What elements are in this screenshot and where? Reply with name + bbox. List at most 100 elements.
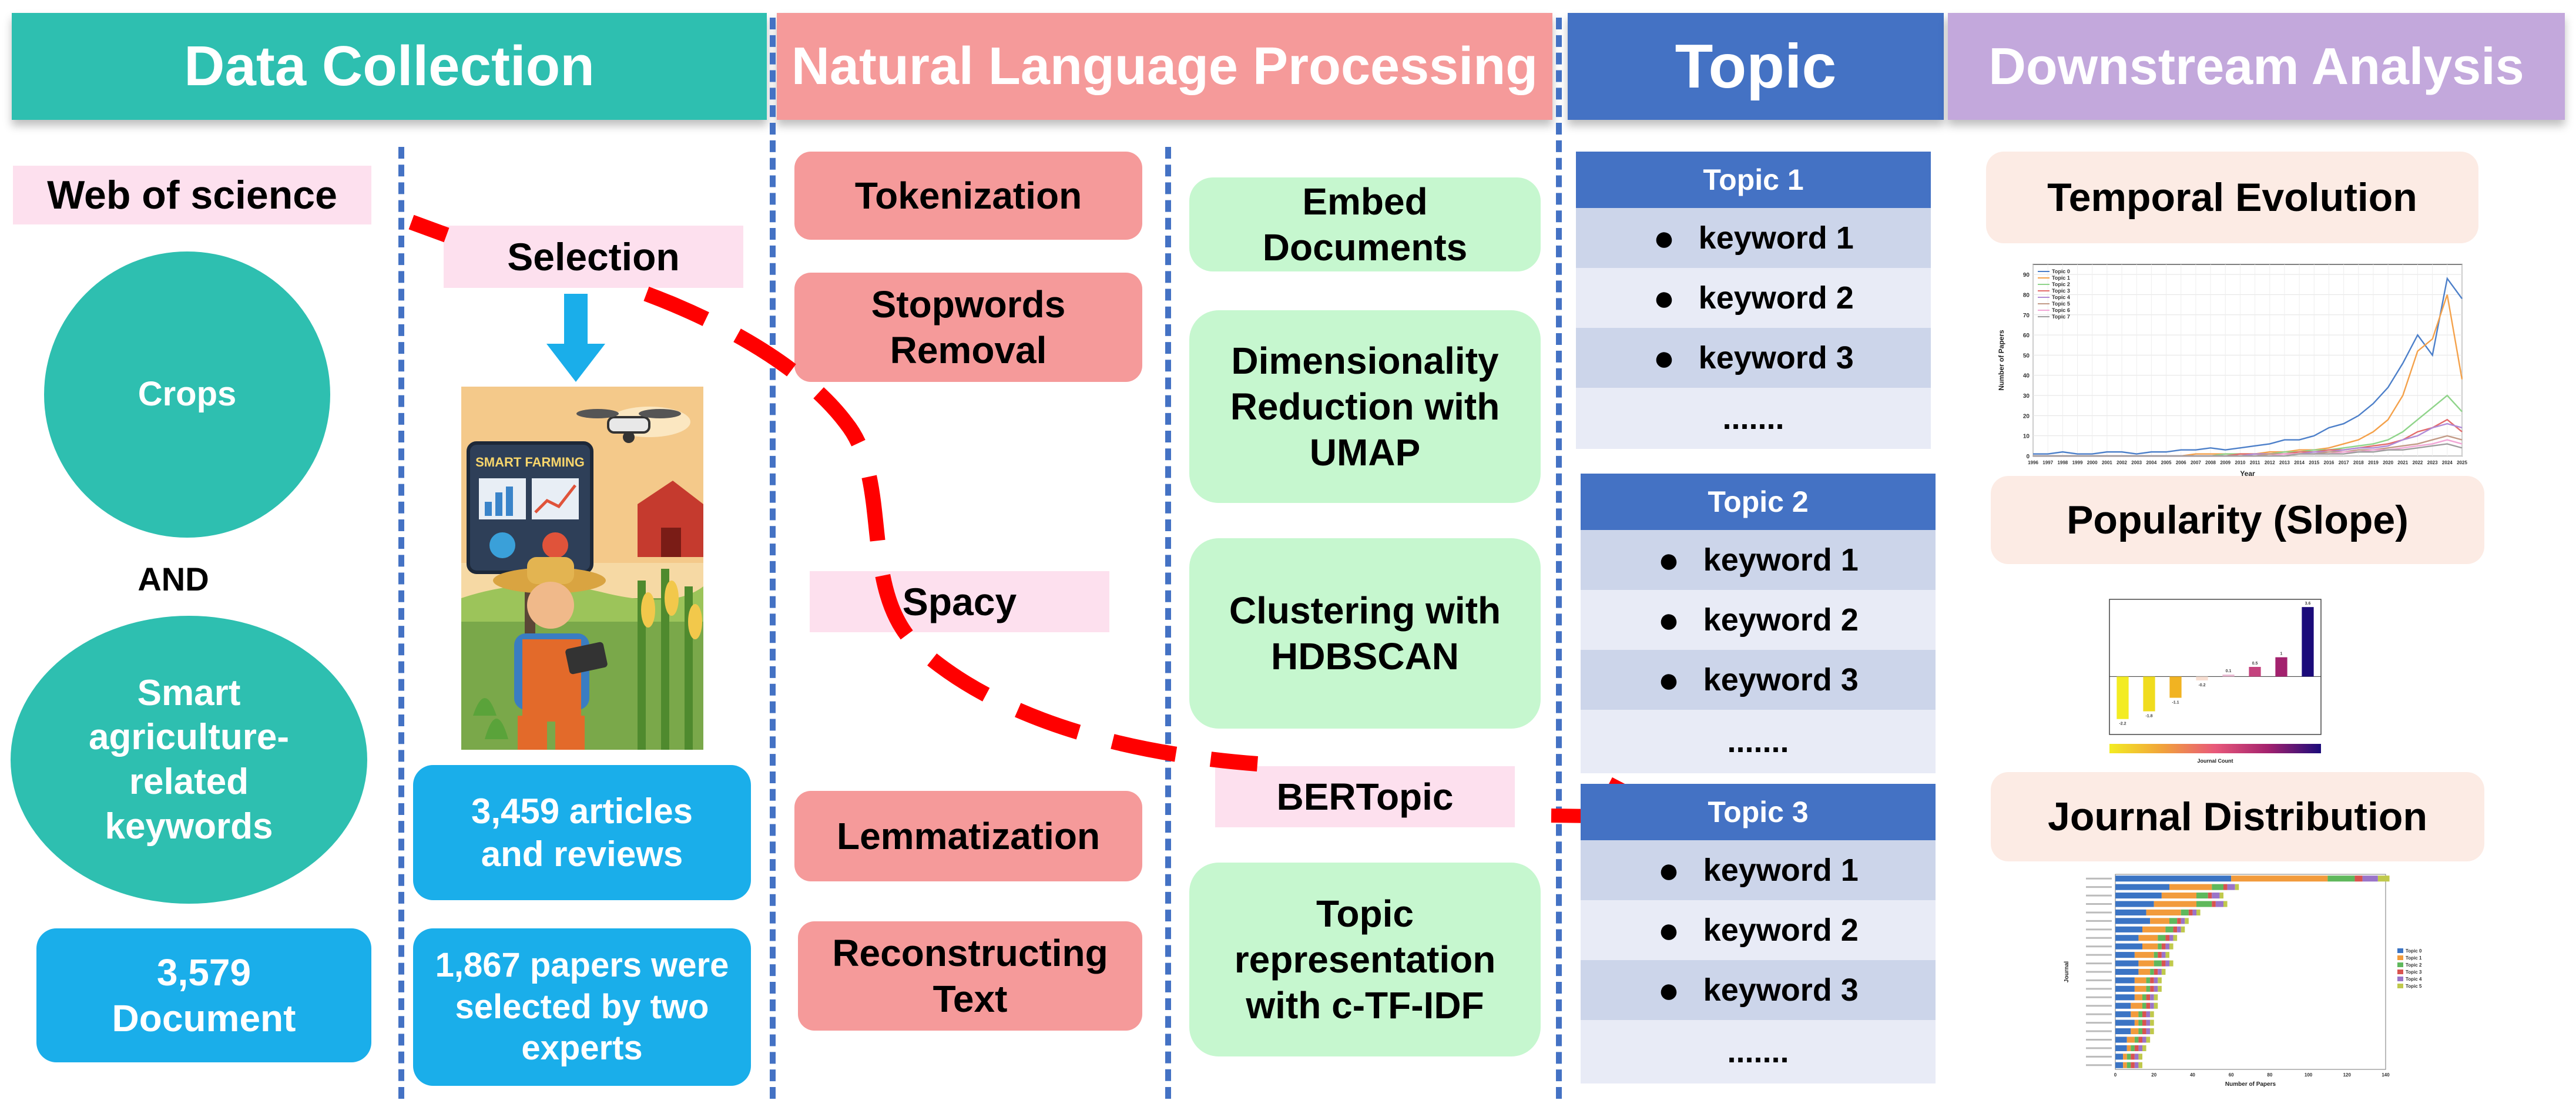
- y-tick-label: 0: [2026, 454, 2030, 460]
- stacked-bar-segment: [2126, 1062, 2131, 1068]
- documents-box: 3,579 Document: [36, 928, 371, 1062]
- legend-label: Topic 1: [2052, 275, 2070, 281]
- stacked-bar-segment: [2196, 909, 2201, 916]
- x-tick-label: 2005: [2161, 460, 2172, 465]
- stacked-bar-segment: [2165, 935, 2169, 941]
- stacked-bar-segment: [2134, 985, 2146, 992]
- y-tick-label: 90: [2023, 272, 2030, 279]
- x-tick-label: 1998: [2057, 460, 2068, 465]
- stacked-bar-segment: [2146, 909, 2181, 916]
- plot-area: [2032, 264, 2463, 457]
- stacked-bar-segment: [2146, 977, 2151, 984]
- x-tick-label: 2010: [2235, 460, 2246, 465]
- stacked-bar-segment: [2327, 875, 2355, 882]
- bar-4: [2222, 675, 2235, 677]
- topic-card-1: Topic 1 ●keyword 1 ●keyword 2 ●keyword 3…: [1576, 152, 1931, 449]
- stacked-bar-segment: [2154, 985, 2158, 992]
- stacked-bar-segment: [2154, 1002, 2158, 1009]
- stacked-bar-segment: [2142, 926, 2166, 932]
- x-tick-label: 2025: [2457, 460, 2467, 465]
- x-tick-label: 40: [2190, 1072, 2195, 1078]
- topic-2-title: Topic 2: [1581, 474, 1936, 530]
- bar-data-label: -2.2: [2119, 722, 2126, 726]
- ctfidf-box: Topic representation with c-TF-IDF: [1189, 863, 1541, 1056]
- stacked-bar-segment: [2115, 952, 2135, 958]
- keyword-label: keyword 1: [1698, 220, 1854, 256]
- stacked-bar-segment: [2169, 918, 2178, 924]
- stacked-bar-segment: [2131, 1054, 2135, 1060]
- stacked-bar-segment: [2115, 875, 2232, 882]
- bertopic-label: BERTopic: [1276, 775, 1454, 818]
- stacked-bar-segment: [2115, 909, 2146, 916]
- legend-label: Topic 0: [2406, 948, 2422, 954]
- reconstructing-box: Reconstructing Text: [798, 921, 1142, 1031]
- stacked-bar-segment: [2181, 909, 2189, 916]
- stacked-bar-segment: [2131, 1011, 2139, 1018]
- topic-1-more: .......: [1576, 388, 1931, 449]
- legend-label: Topic 2: [2052, 281, 2070, 287]
- temporal-box: Temporal Evolution: [1986, 152, 2478, 243]
- header-topic-label: Topic: [1675, 31, 1837, 101]
- bertopic-box: BERTopic: [1215, 766, 1515, 827]
- topic-3-keyword-2: ●keyword 2: [1581, 900, 1936, 960]
- stacked-bar-segment: [2134, 952, 2154, 958]
- stacked-bar-segment: [2146, 1036, 2151, 1043]
- stacked-bar-segment: [2192, 909, 2196, 916]
- journal-label: Journal Distribution: [2048, 794, 2427, 839]
- bullet-icon: ●: [1658, 599, 1680, 640]
- stacked-bar-segment: [2138, 1019, 2142, 1026]
- stacked-bar-segment: [2150, 1002, 2154, 1009]
- umap-box: Dimensionality Reduction with UMAP: [1189, 310, 1541, 503]
- x-tick-label: 60: [2229, 1072, 2234, 1078]
- plot-area: [2109, 599, 2322, 735]
- stacked-bar-segment: [2123, 1062, 2127, 1068]
- x-tick-label: 2004: [2146, 460, 2156, 465]
- keyword-label: keyword 2: [1703, 602, 1859, 638]
- stacked-bar-segment: [2173, 926, 2178, 932]
- more-label: .......: [1722, 401, 1785, 436]
- stacked-bar-segment: [2134, 1036, 2139, 1043]
- stacked-bar-segment: [2115, 1045, 2127, 1051]
- legend-swatch: [2397, 970, 2403, 974]
- stacked-bar-segment: [2115, 960, 2139, 967]
- y-tick-label: 50: [2023, 353, 2030, 359]
- separator-dc-nlp: [770, 18, 776, 1099]
- stacked-bar-segment: [2208, 893, 2212, 899]
- stacked-bar-segment: [2138, 1028, 2142, 1035]
- stacked-bar-segment: [2169, 943, 2174, 950]
- x-tick-label: 1999: [2072, 460, 2083, 465]
- stacked-bar-segment: [2138, 1036, 2142, 1043]
- stacked-bar-segment: [2138, 935, 2158, 941]
- stacked-bar-segment: [2161, 943, 2166, 950]
- tokenization-label: Tokenization: [854, 174, 1082, 217]
- stacked-bar-segment: [2115, 1019, 2135, 1026]
- y-axis-label: Journal: [2064, 961, 2070, 982]
- bar-data-label: 1: [2280, 652, 2283, 656]
- x-tick-label: 2002: [2117, 460, 2127, 465]
- stacked-bar-segment: [2362, 875, 2378, 882]
- topic-2-keyword-1: ●keyword 1: [1581, 530, 1936, 590]
- and-label: AND: [112, 557, 235, 602]
- y-axis-label: Number of Papers: [1997, 330, 2005, 391]
- x-tick-label: 2012: [2265, 460, 2275, 465]
- stacked-bar-segment: [2235, 884, 2239, 890]
- x-tick-label: 2017: [2339, 460, 2349, 465]
- series-line-7: [2033, 443, 2463, 457]
- stacked-bar-segment: [2146, 985, 2151, 992]
- y-tick-label: 40: [2023, 373, 2030, 380]
- stacked-bar-segment: [2126, 1036, 2135, 1043]
- selection-label: Selection: [507, 234, 680, 279]
- stacked-bar-segment: [2115, 926, 2142, 932]
- x-tick-label: 2001: [2102, 460, 2112, 465]
- y-tick-label: 70: [2023, 313, 2030, 319]
- topic-2-more: .......: [1581, 710, 1936, 773]
- topic-2-keyword-2: ● keyword 2: [1581, 590, 1936, 650]
- stacked-bar-segment: [2150, 1028, 2154, 1035]
- x-tick-label: 2022: [2413, 460, 2423, 465]
- stacked-bar-segment: [2115, 893, 2162, 899]
- x-tick-label: 2023: [2427, 460, 2438, 465]
- stacked-bar-segment: [2115, 918, 2151, 924]
- stacked-bar-segment: [2115, 994, 2135, 1001]
